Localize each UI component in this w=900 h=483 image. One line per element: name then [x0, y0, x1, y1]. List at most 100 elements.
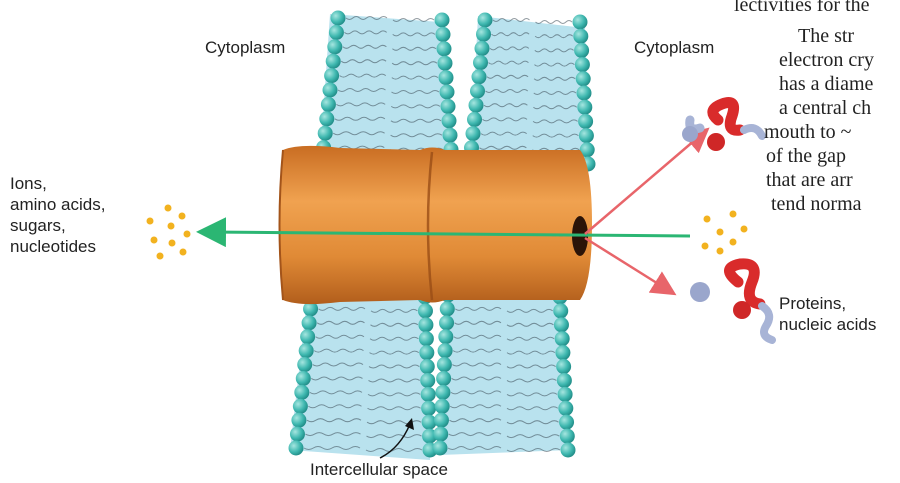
blocked-arrow-up [585, 134, 702, 234]
lipid-head [475, 41, 490, 56]
lipid-head [440, 85, 455, 100]
lipid-head [321, 97, 336, 112]
lipid-head [421, 387, 436, 402]
lipid-head [478, 13, 493, 28]
lipid-head [291, 413, 306, 428]
book-text-line: of the gap [766, 145, 846, 167]
lipid-head [438, 56, 453, 71]
lipid-head [556, 359, 571, 374]
lipid-head [296, 371, 311, 386]
lipid-head [327, 39, 342, 54]
lipid-head [418, 303, 433, 318]
large-molecules-label: Proteins, nucleic acids [779, 293, 876, 335]
lipid-head [573, 15, 588, 30]
lipid-head [289, 441, 304, 456]
lipid-head [558, 401, 573, 416]
large-molecules-line: nucleic acids [779, 314, 876, 335]
lipid-head [420, 373, 435, 388]
small-molecules-line: amino acids, [10, 194, 105, 215]
lipid-head [558, 387, 573, 402]
lipid-head [436, 27, 451, 42]
lipid-head [443, 128, 458, 143]
small-molecules-label: Ions, amino acids, sugars, nucleotides [10, 173, 105, 257]
lipid-head [576, 71, 591, 86]
book-text-line: The str [798, 25, 854, 47]
lipid-head [470, 84, 485, 99]
lipid-head [438, 329, 453, 344]
small-molecules-line: Ions, [10, 173, 105, 194]
lipid-head [472, 69, 487, 84]
lipid-head [440, 301, 455, 316]
lipid-head [437, 357, 452, 372]
book-text-line: mouth to ~ [764, 121, 852, 143]
lipid-head [299, 343, 314, 358]
lipid-head [578, 114, 593, 129]
lipid-head [442, 113, 457, 128]
intercellular-space-label: Intercellular space [310, 459, 448, 480]
lipid-head [302, 315, 317, 330]
lipid-head [436, 371, 451, 386]
cytoplasm-label-left: Cytoplasm [205, 37, 285, 58]
lipid-head [561, 443, 576, 458]
lipid-head [294, 385, 309, 400]
lipid-head [574, 43, 589, 58]
lipid-head [300, 329, 315, 344]
lipid-head [467, 112, 482, 127]
lipid-head [560, 429, 575, 444]
small-molecules-line: sugars, [10, 215, 105, 236]
lipid-head [555, 345, 570, 360]
lipid-head [433, 427, 448, 442]
lipid-head [290, 427, 305, 442]
lipid-head [555, 331, 570, 346]
small-molecules-left [147, 205, 191, 260]
blocked-arrow-down [585, 238, 668, 290]
book-text-line: has a diame [779, 73, 873, 95]
large-molecules-line: Proteins, [779, 293, 876, 314]
lipid-head [419, 331, 434, 346]
lipid-head [577, 100, 592, 115]
lipid-head [557, 373, 572, 388]
lipid-head [418, 317, 433, 332]
lipid-head [573, 29, 588, 44]
lipid-head [438, 343, 453, 358]
lipid-head [433, 441, 448, 456]
lipid-head [553, 303, 568, 318]
lipid-head [435, 13, 450, 28]
lipid-head [439, 315, 454, 330]
book-text-line: a central ch [779, 97, 871, 119]
book-text-line: tend norma [771, 193, 862, 215]
lipid-head [476, 27, 491, 42]
lipid-head [554, 317, 569, 332]
lipid-head [421, 401, 436, 416]
small-molecules-line: nucleotides [10, 236, 105, 257]
lipid-head [420, 359, 435, 374]
lipid-head [297, 357, 312, 372]
lipid-head [575, 57, 590, 72]
lipid-head [323, 83, 338, 98]
lipid-head [331, 11, 346, 26]
lipid-head [329, 25, 344, 40]
lipid-head [419, 345, 434, 360]
lipid-head [579, 128, 594, 143]
cytoplasm-label-right: Cytoplasm [634, 37, 714, 58]
lipid-head [326, 54, 341, 69]
lipid-head [435, 385, 450, 400]
lipid-head [437, 41, 452, 56]
membrane-right-bottom [440, 290, 570, 455]
small-molecules-right [702, 211, 748, 255]
lipid-head [434, 413, 449, 428]
lipid-head [469, 98, 484, 113]
book-text-line: electron cry [779, 49, 874, 71]
lipid-head [318, 126, 333, 141]
connexon-channel [280, 146, 593, 304]
lipid-head [559, 415, 574, 430]
protein-upper [682, 103, 762, 152]
book-text-line: lectivities for the [734, 0, 870, 16]
lipid-head [441, 99, 456, 114]
book-text-line: that are arr [766, 169, 853, 191]
lipid-head [577, 86, 592, 101]
lipid-head [473, 55, 488, 70]
protein-lower [690, 264, 772, 340]
lipid-head [439, 70, 454, 85]
